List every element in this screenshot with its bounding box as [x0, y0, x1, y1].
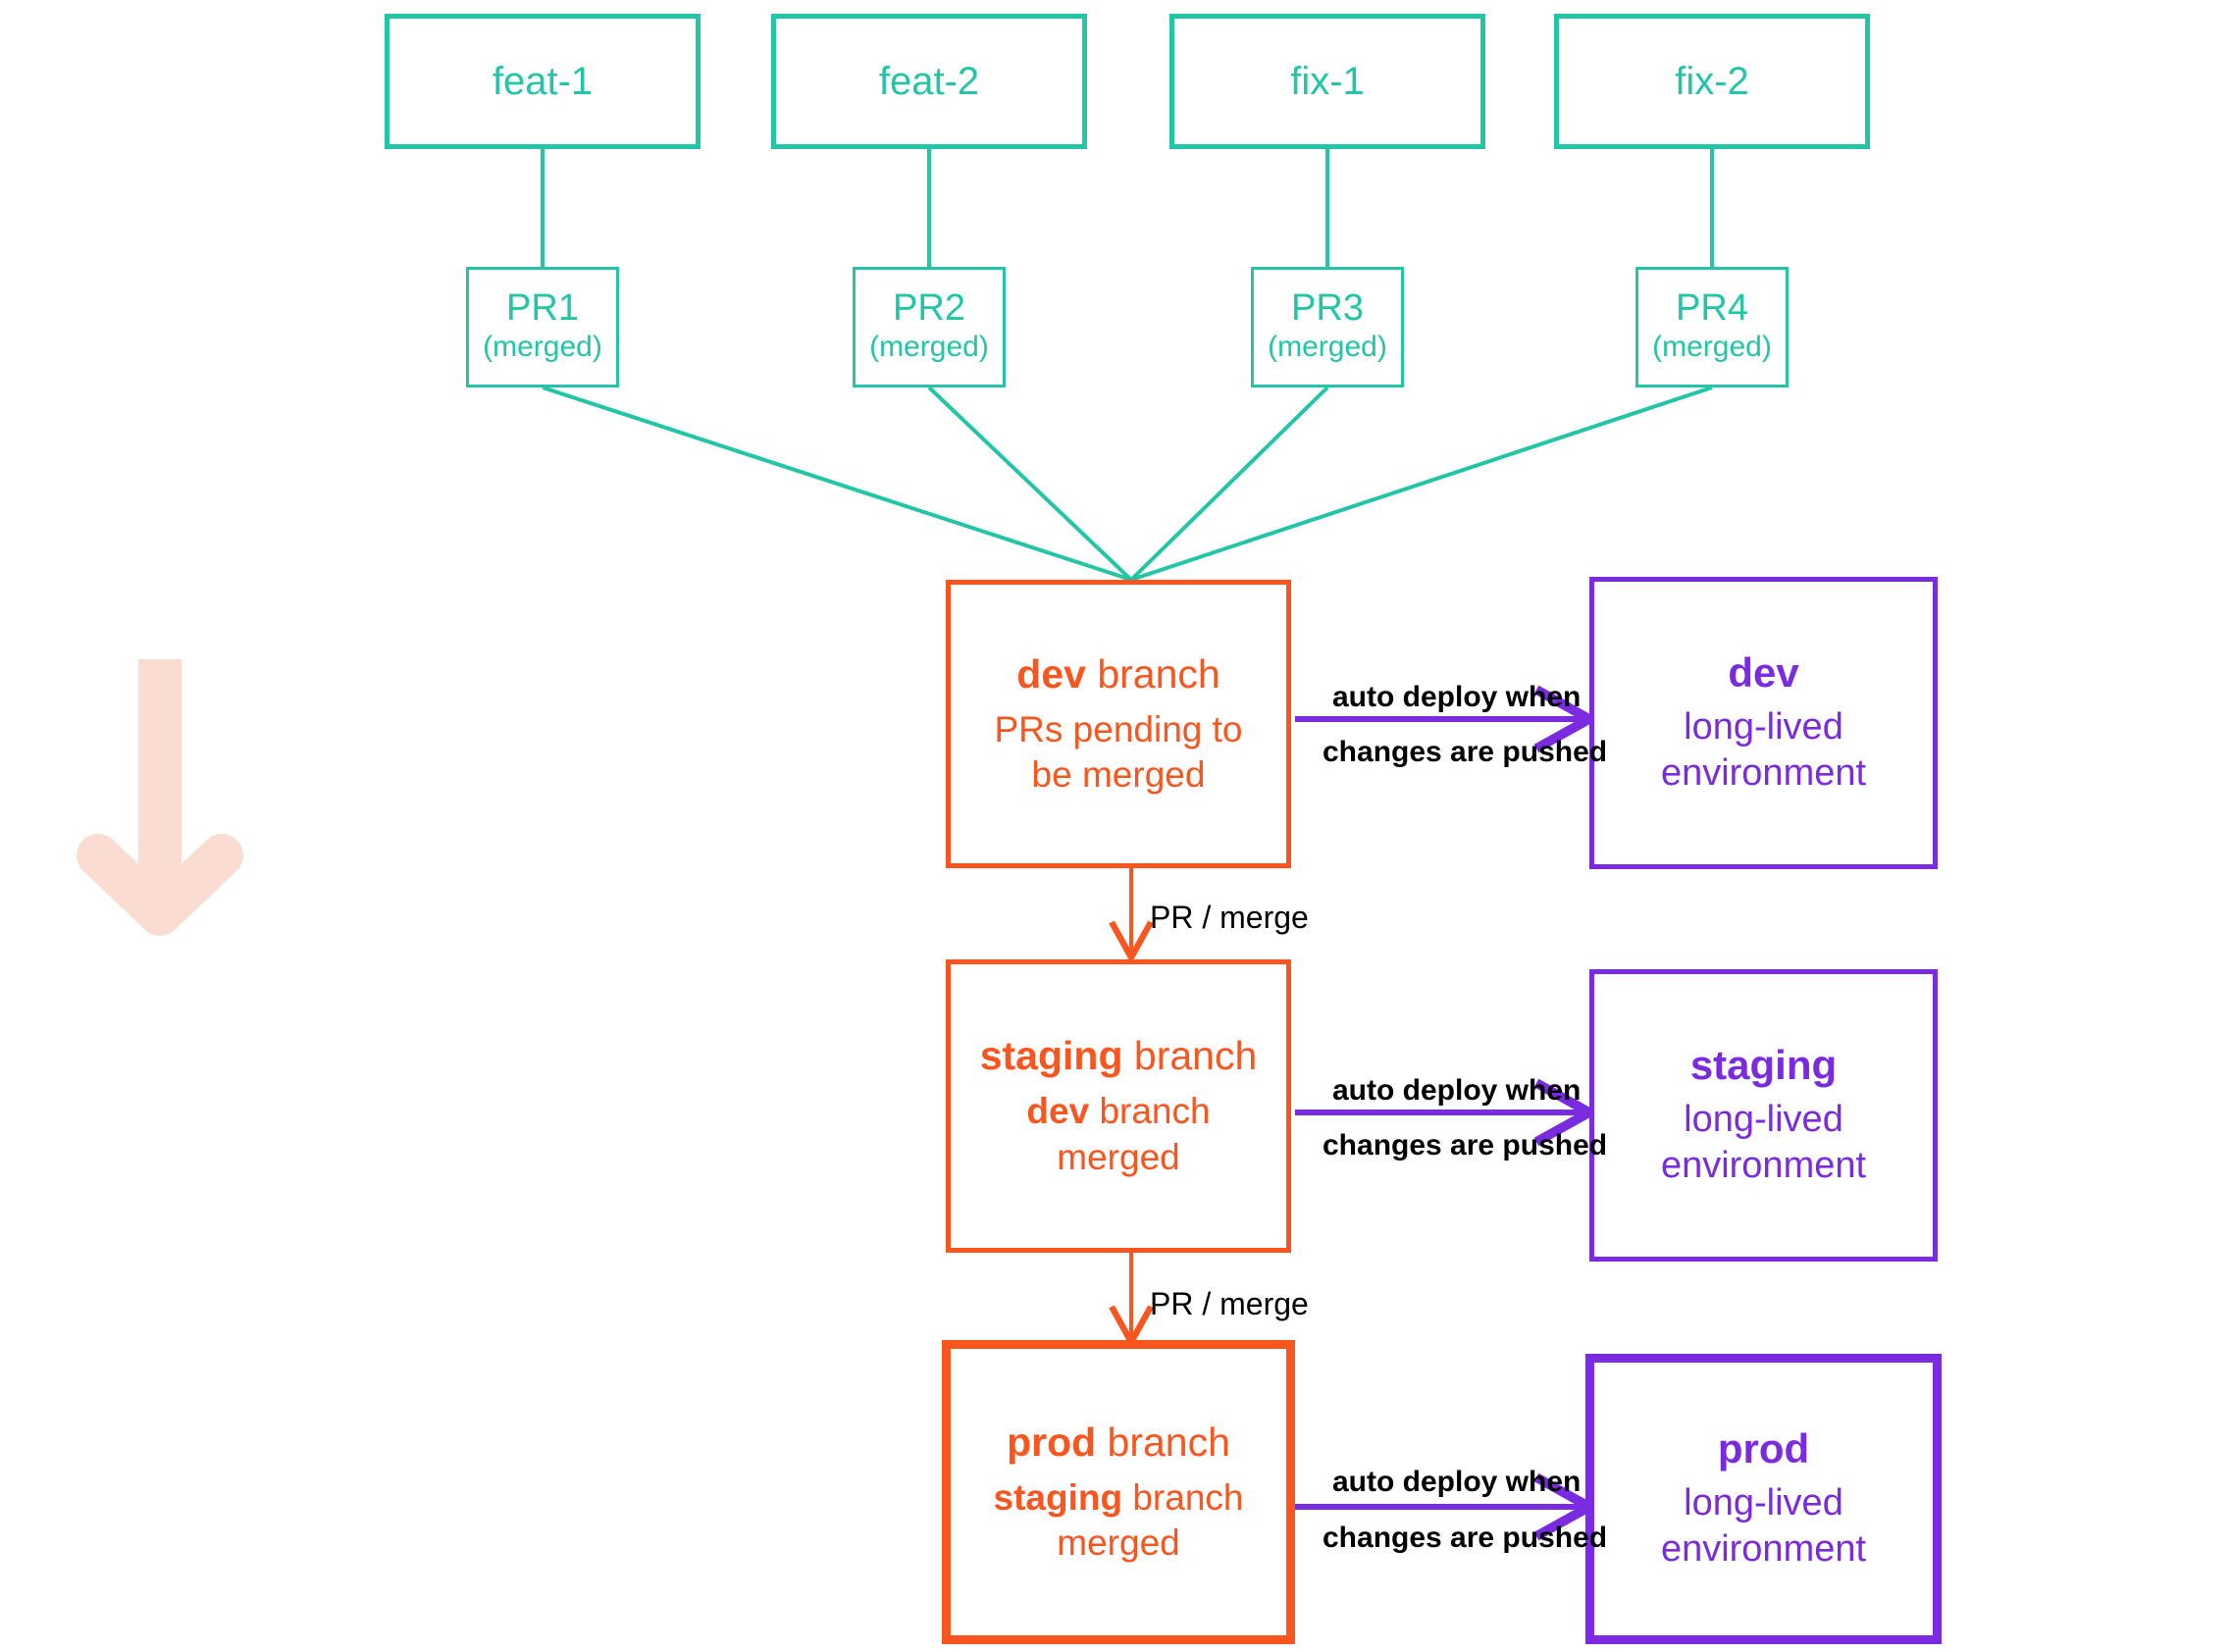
environment-name: prod [1717, 1425, 1810, 1472]
branch-title: staging branch [980, 1032, 1258, 1080]
branch-subtitle-strong: staging [993, 1476, 1123, 1518]
pull-request-box-pr1[interactable]: PR1 (merged) [466, 267, 619, 387]
branch-subtitle: PRs pending to be merged [994, 708, 1243, 796]
deploy-edge-label-dev-line2: changes are pushed [1323, 736, 1608, 768]
environment-desc-line1: long-lived [1684, 705, 1843, 748]
pull-request-status: (merged) [1268, 331, 1387, 364]
edge-pr1-to-dev [542, 386, 1132, 582]
environment-desc-line2: environment [1660, 752, 1867, 795]
deploy-edge-label-prod-line2: changes are pushed [1323, 1522, 1608, 1554]
merge-edge-label-staging-to-prod: PR / merge [1150, 1286, 1309, 1321]
branch-name: dev [1016, 650, 1086, 697]
pull-request-status: (merged) [483, 331, 602, 364]
feature-branch-label: feat-1 [492, 60, 594, 103]
pull-request-id: PR2 [893, 287, 965, 330]
environment-desc-line1: long-lived [1684, 1481, 1843, 1523]
environment-description: long-lived environment [1661, 704, 1866, 798]
branch-subtitle-rest: branch merged [1057, 1476, 1244, 1564]
branch-title: prod branch [1007, 1419, 1230, 1467]
environment-description: long-lived environment [1661, 1097, 1866, 1190]
pull-request-id: PR1 [506, 287, 579, 330]
pull-request-box-pr4[interactable]: PR4 (merged) [1635, 267, 1789, 387]
branch-name: prod [1007, 1419, 1097, 1465]
feature-branch-box-fix-1[interactable]: fix-1 [1169, 14, 1485, 149]
branch-subtitle: dev branch merged [964, 1089, 1272, 1180]
pull-request-id: PR4 [1676, 287, 1748, 330]
feature-branch-box-feat-2[interactable]: feat-2 [771, 14, 1087, 149]
branch-subtitle: staging branch merged [981, 1475, 1256, 1567]
environment-box-staging[interactable]: staging long-lived environment [1589, 969, 1938, 1262]
deploy-edge-label-dev-line1: auto deploy when [1332, 681, 1582, 713]
branch-title-suffix: branch [1096, 1419, 1230, 1465]
edge-pr3-to-dev [1129, 386, 1329, 582]
feature-branch-label: fix-1 [1290, 60, 1365, 103]
pull-request-box-pr2[interactable]: PR2 (merged) [853, 267, 1006, 387]
branch-subtitle-strong: dev [1026, 1091, 1090, 1132]
feature-branch-label: fix-2 [1675, 60, 1749, 103]
environment-desc-line2: environment [1660, 1528, 1867, 1571]
environment-name: staging [1689, 1042, 1838, 1089]
environment-description: long-lived environment [1661, 1480, 1866, 1574]
pull-request-status: (merged) [1652, 331, 1772, 364]
edge-pr4-to-dev [1130, 386, 1713, 582]
deploy-edge-label-prod-line1: auto deploy when [1332, 1466, 1582, 1498]
environment-desc-line2: environment [1660, 1145, 1867, 1187]
edge-pr2-to-dev [927, 386, 1133, 582]
environment-desc-line1: long-lived [1684, 1098, 1843, 1140]
branch-name: staging [979, 1033, 1123, 1079]
deploy-edge-label-staging-line2: changes are pushed [1323, 1129, 1608, 1162]
branch-box-prod[interactable]: prod branch staging branch merged [942, 1340, 1295, 1644]
pull-request-box-pr3[interactable]: PR3 (merged) [1251, 267, 1404, 387]
branch-box-dev[interactable]: dev branch PRs pending to be merged [946, 580, 1291, 868]
feature-branch-box-feat-1[interactable]: feat-1 [385, 14, 700, 149]
pull-request-status: (merged) [869, 331, 989, 364]
branch-title-suffix: branch [1122, 1033, 1258, 1079]
environment-name: dev [1728, 649, 1799, 697]
environment-box-prod[interactable]: prod long-lived environment [1585, 1354, 1942, 1644]
branch-title: dev branch [1016, 650, 1219, 698]
pull-request-id: PR3 [1291, 287, 1364, 330]
branch-box-staging[interactable]: staging branch dev branch merged [946, 959, 1291, 1253]
branch-title-suffix: branch [1085, 650, 1220, 697]
deploy-edge-label-staging-line1: auto deploy when [1332, 1074, 1582, 1107]
downward-flow-arrow-icon [77, 659, 243, 936]
merge-edge-label-dev-to-staging: PR / merge [1150, 900, 1309, 935]
feature-branch-box-fix-2[interactable]: fix-2 [1554, 14, 1870, 149]
branch-subtitle-rest: branch merged [1057, 1091, 1211, 1177]
environment-box-dev[interactable]: dev long-lived environment [1589, 577, 1938, 869]
feature-branch-label: feat-2 [878, 60, 980, 103]
